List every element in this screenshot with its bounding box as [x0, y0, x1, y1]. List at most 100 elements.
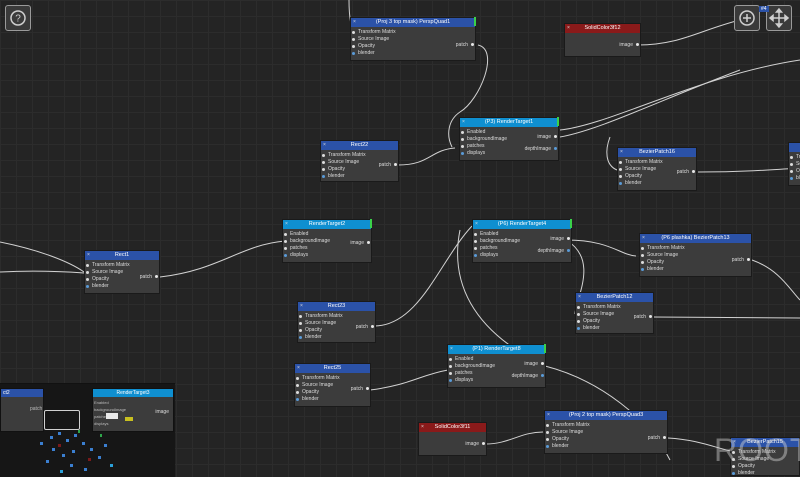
input-port[interactable]: Transform Matrix [351, 29, 396, 36]
input-port[interactable]: Opacity [576, 318, 621, 325]
input-port[interactable]: patches [460, 143, 507, 150]
close-icon[interactable]: × [450, 346, 453, 352]
input-port[interactable]: Source Image [298, 320, 343, 327]
input-port[interactable]: Source Image [640, 252, 685, 259]
close-icon[interactable]: × [567, 25, 570, 31]
close-icon[interactable]: × [475, 221, 478, 227]
input-port[interactable]: Transform Matrix [298, 313, 343, 320]
output-port[interactable]: depthImage [525, 146, 558, 152]
input-port[interactable]: Opacity [298, 327, 343, 334]
input-port[interactable]: patches [448, 370, 495, 377]
input-port[interactable]: patches [473, 245, 520, 252]
input-port[interactable]: displays [448, 377, 495, 384]
output-port[interactable]: depthImage [538, 248, 571, 254]
node-persp-quad-3[interactable]: ×(Proj 2 top mask) PerspQuad3 Transform … [544, 410, 668, 454]
node-render-target-2[interactable]: ×RenderTarget2 Enabled backgroundImage p… [282, 219, 372, 263]
pan-button[interactable] [766, 5, 792, 31]
close-icon[interactable]: × [300, 303, 303, 309]
output-port[interactable]: patch [677, 169, 696, 175]
input-port[interactable]: blender [298, 334, 343, 341]
output-port[interactable]: patch [356, 324, 375, 330]
input-port[interactable]: Op [789, 168, 800, 175]
input-port[interactable]: blender [351, 50, 396, 57]
close-icon[interactable]: × [578, 294, 581, 300]
node-bezier-patch-15[interactable]: ×BezierPatch15 Transform Matrix Source I… [730, 437, 800, 476]
input-port[interactable]: blender [640, 266, 685, 273]
input-port[interactable]: Opacity [85, 276, 130, 283]
input-port[interactable]: Transform Matrix [85, 262, 130, 269]
output-port[interactable]: patch [140, 274, 159, 280]
input-port[interactable]: Source Image [576, 311, 621, 318]
close-icon[interactable]: × [87, 252, 90, 258]
input-port[interactable]: Opacity [295, 389, 340, 396]
input-port[interactable]: backgroundImage [283, 238, 330, 245]
input-port[interactable]: backgroundImage [460, 136, 507, 143]
node-solid-color-11[interactable]: ×SolidColor3f11 image [418, 422, 487, 456]
close-icon[interactable]: × [733, 439, 736, 445]
output-port[interactable]: patch [634, 314, 653, 320]
input-port[interactable]: Opacity [618, 173, 663, 180]
input-port[interactable]: Source Image [618, 166, 663, 173]
input-port[interactable]: Transform Matrix [545, 422, 590, 429]
input-port[interactable]: backgroundImage [448, 363, 495, 370]
input-port[interactable]: backgroundImage [473, 238, 520, 245]
input-port[interactable]: displays [473, 252, 520, 259]
input-port[interactable]: bl [789, 175, 800, 182]
close-icon[interactable]: × [421, 424, 424, 430]
node-right-partial[interactable]: Tr So Op bl [788, 142, 800, 186]
input-port[interactable]: blender [731, 470, 776, 477]
input-port[interactable]: patches [283, 245, 330, 252]
close-icon[interactable]: × [297, 365, 300, 371]
zoom-in-button[interactable] [734, 5, 760, 31]
input-port[interactable]: Source Image [321, 159, 366, 166]
input-port[interactable]: blender [85, 283, 130, 290]
input-port[interactable]: blender [321, 173, 366, 180]
input-port[interactable]: Transform Matrix [640, 245, 685, 252]
input-port[interactable]: Source Image [731, 456, 776, 463]
help-button[interactable]: ? [5, 5, 31, 31]
input-port[interactable]: Transform Matrix [618, 159, 663, 166]
close-icon[interactable]: × [620, 149, 623, 155]
output-port[interactable]: image [350, 240, 371, 246]
node-rect-23[interactable]: ×Rect23 Transform Matrix Source Image Op… [297, 301, 376, 343]
node-rect-25[interactable]: ×Rect25 Transform Matrix Source Image Op… [294, 363, 371, 407]
input-port[interactable]: Enabled [283, 231, 330, 238]
node-solid-color-12[interactable]: ×SolidColor3f12 image [564, 23, 641, 57]
minimap-viewport[interactable] [44, 410, 80, 430]
node-render-target-1[interactable]: ×(P3) RenderTarget1 Enabled backgroundIm… [459, 117, 559, 161]
node-render-target-8[interactable]: ×(P1) RenderTarget8 Enabled backgroundIm… [447, 344, 546, 388]
input-port[interactable]: Opacity [640, 259, 685, 266]
output-port[interactable]: image [524, 361, 545, 367]
input-port[interactable]: Transform Matrix [731, 449, 776, 456]
close-icon[interactable]: × [285, 221, 288, 227]
node-persp-quad-1[interactable]: ×(Proj 3 top mask) PerspQuad1 Transform … [350, 17, 476, 61]
input-port[interactable]: Opacity [321, 166, 366, 173]
node-bezier-patch-16[interactable]: ×BezierPatch16 Transform Matrix Source I… [617, 147, 697, 191]
input-port[interactable]: Opacity [731, 463, 776, 470]
output-port[interactable]: image [537, 134, 558, 140]
output-port[interactable]: image [550, 236, 571, 242]
output-port[interactable]: patch [379, 162, 398, 168]
input-port[interactable]: So [789, 161, 800, 168]
input-port[interactable]: Source Image [295, 382, 340, 389]
input-port[interactable]: Transform Matrix [295, 375, 340, 382]
input-port[interactable]: blender [618, 180, 663, 187]
input-port[interactable]: Source Image [545, 429, 590, 436]
input-port[interactable]: Tr [789, 154, 800, 161]
node-bezier-patch-12[interactable]: ×BezierPatch12 Transform Matrix Source I… [575, 292, 654, 334]
close-icon[interactable]: × [642, 235, 645, 241]
close-icon[interactable]: × [353, 19, 356, 25]
input-port[interactable]: Enabled [460, 129, 507, 136]
input-port[interactable]: displays [460, 150, 507, 157]
input-port[interactable]: Source Image [351, 36, 396, 43]
input-port[interactable]: Enabled [448, 356, 495, 363]
minimap-panel[interactable]: ct2 RenderTarget3 Enabled backgroundImag… [0, 383, 175, 477]
node-rect-1[interactable]: ×Rect1 Transform Matrix Source Image Opa… [84, 250, 160, 294]
output-port[interactable]: patch [351, 386, 370, 392]
output-port[interactable]: patch [732, 257, 751, 263]
output-port[interactable]: depthImage [512, 373, 545, 379]
node-render-target-4[interactable]: ×(P6) RenderTarget4 Enabled backgroundIm… [472, 219, 572, 263]
close-icon[interactable]: × [462, 119, 465, 125]
output-port[interactable]: image [465, 441, 486, 447]
input-port[interactable]: Source Image [85, 269, 130, 276]
